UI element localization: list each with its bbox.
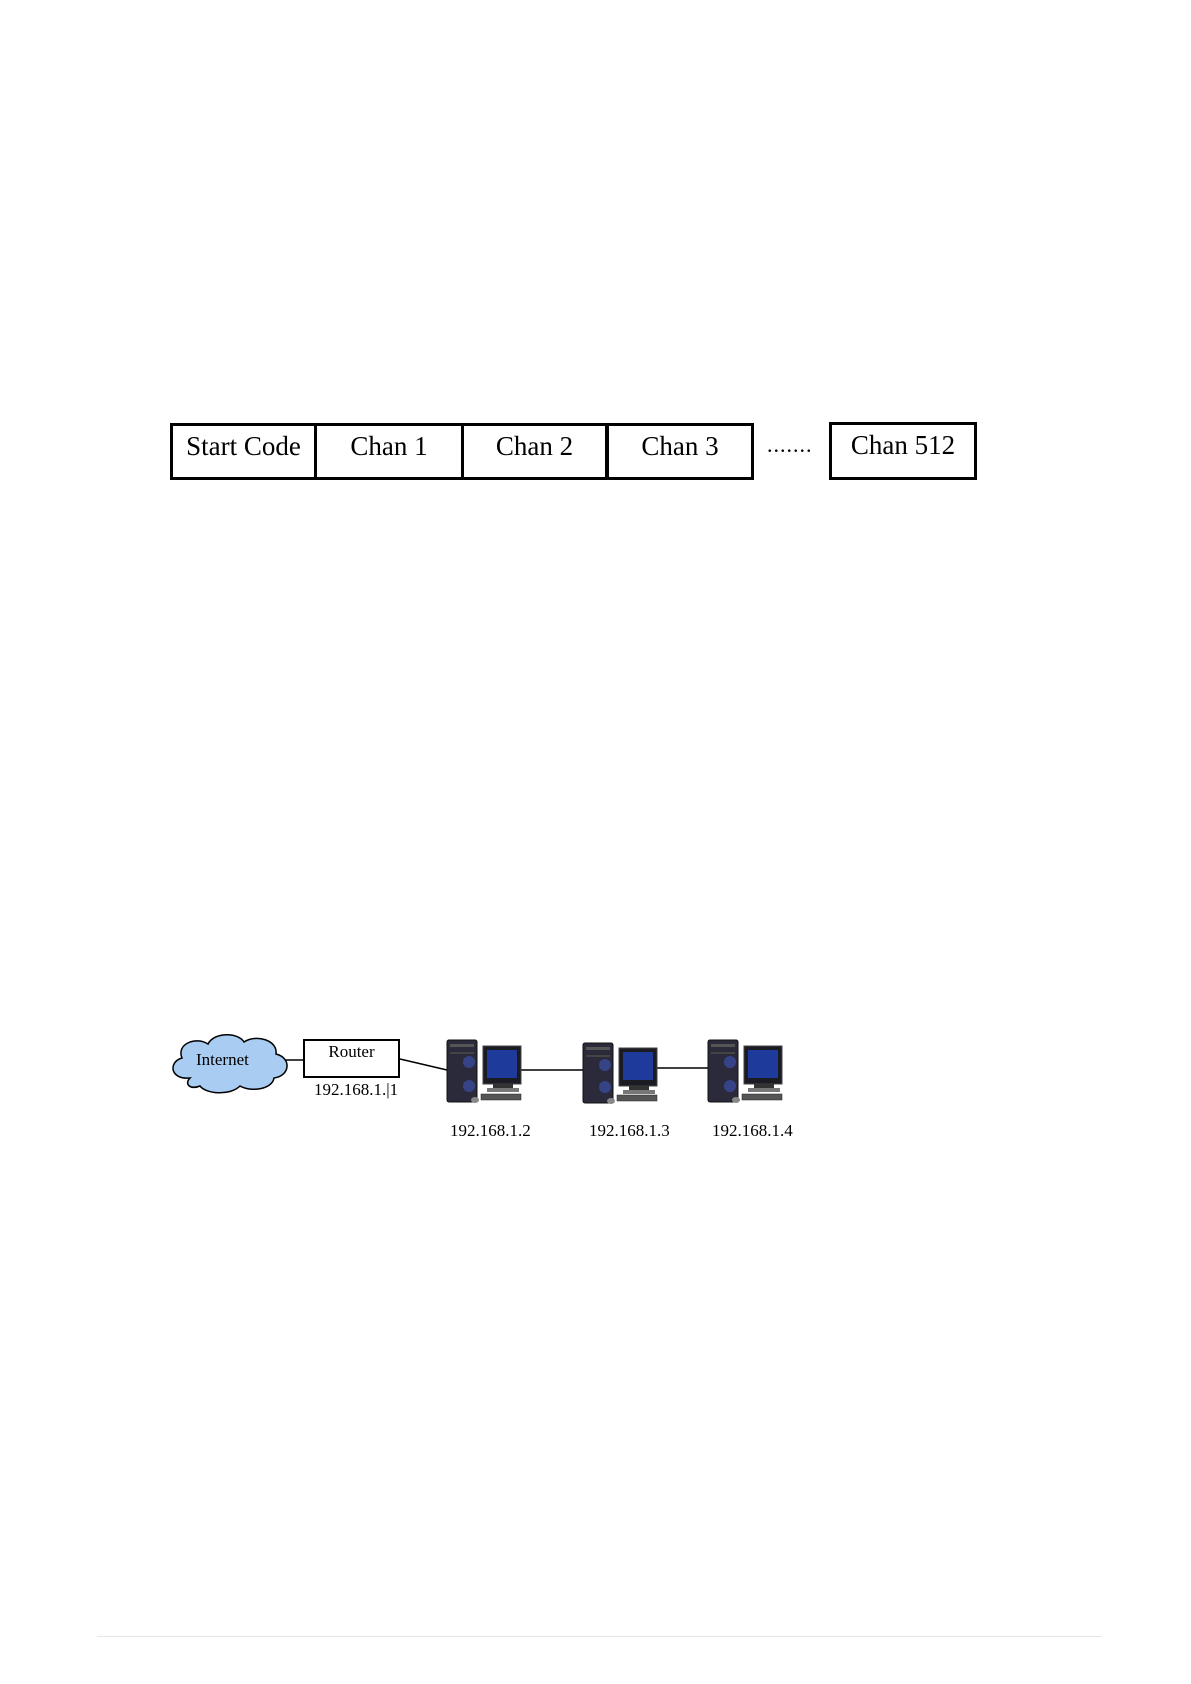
computer-2-icon [583, 1043, 657, 1104]
internet-label: Internet [196, 1050, 249, 1070]
router-label: Router [328, 1042, 374, 1061]
computer-1-icon [447, 1040, 521, 1103]
computer-2-ip-label: 192.168.1.3 [589, 1121, 670, 1141]
router-ip-label: 192.168.1.|1 [314, 1080, 398, 1100]
computer-3-ip-label: 192.168.1.4 [712, 1121, 793, 1141]
router-pc1-link [400, 1059, 447, 1070]
computer-3-icon [708, 1040, 782, 1103]
router-box: Router [303, 1039, 400, 1078]
computer-1-ip-label: 192.168.1.2 [450, 1121, 531, 1141]
footer-divider [97, 1636, 1102, 1637]
